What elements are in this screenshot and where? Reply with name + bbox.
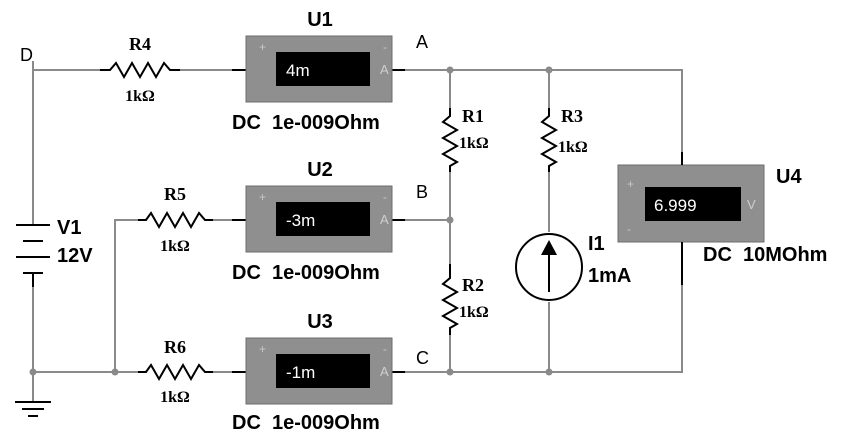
voltmeter-u4-reading: 6.999 bbox=[654, 196, 697, 215]
voltmeter-u4-mode: DC 10MOhm bbox=[703, 244, 827, 266]
ammeter-u3-unit: A bbox=[380, 364, 389, 379]
resistor-r6-symbol bbox=[138, 362, 213, 382]
resistor-r5-value: 1kΩ bbox=[160, 238, 190, 255]
resistor-r4-value: 1kΩ bbox=[125, 88, 155, 105]
wire-mid-rail bbox=[114, 219, 138, 372]
ammeter-u3-reading: -1m bbox=[286, 363, 315, 382]
ammeter-u3-name: U3 bbox=[307, 311, 333, 333]
junction-ground bbox=[29, 368, 37, 376]
ammeter-u1-screen bbox=[276, 52, 370, 86]
resistor-r3-value: 1kΩ bbox=[558, 139, 588, 156]
ammeter-u3[interactable]: -1m + - A U3 DC 1e-009Ohm bbox=[232, 311, 405, 434]
resistor-r3: R3 1kΩ bbox=[539, 106, 588, 172]
arrow-up-icon bbox=[541, 240, 557, 255]
ammeter-u2-screen bbox=[276, 202, 370, 236]
node-label-a: A bbox=[416, 32, 428, 52]
ammeter-u1-minus: - bbox=[383, 40, 387, 54]
resistor-r6-name: R6 bbox=[164, 337, 186, 357]
ammeter-u1-name: U1 bbox=[307, 9, 333, 31]
voltmeter-u4-minus: - bbox=[627, 222, 631, 236]
voltage-source-value: 12V bbox=[57, 245, 93, 267]
junction-top-r3 bbox=[545, 66, 553, 74]
ammeter-u3-plus: + bbox=[259, 342, 266, 356]
wire-top-bus bbox=[405, 69, 683, 152]
resistor-r2: R2 1kΩ bbox=[440, 264, 489, 335]
current-source-name: I1 bbox=[588, 233, 605, 255]
voltmeter-u4-screen bbox=[645, 187, 741, 221]
junction-a bbox=[446, 66, 454, 74]
resistor-r3-symbol bbox=[539, 108, 559, 172]
ammeter-u2-name: U2 bbox=[307, 159, 333, 181]
ammeter-u2-plus: + bbox=[259, 190, 266, 204]
current-source-value: 1mA bbox=[588, 265, 631, 287]
resistor-r4-symbol bbox=[100, 60, 180, 80]
node-label-b: B bbox=[416, 182, 428, 202]
node-label-c: C bbox=[416, 348, 429, 368]
ammeter-u3-mode: DC 1e-009Ohm bbox=[232, 412, 380, 434]
ammeter-u1-unit: A bbox=[380, 62, 389, 77]
ammeter-u2-reading: -3m bbox=[286, 211, 315, 230]
ammeter-u2-minus: - bbox=[383, 190, 387, 204]
resistor-r1-symbol bbox=[440, 108, 460, 172]
resistor-r5: R5 1kΩ bbox=[138, 184, 213, 255]
node-label-d: D bbox=[20, 45, 33, 65]
resistor-r2-value: 1kΩ bbox=[459, 304, 489, 321]
ammeter-u3-screen bbox=[276, 354, 370, 388]
junctions bbox=[29, 66, 553, 376]
resistor-r6-value: 1kΩ bbox=[160, 389, 190, 406]
resistor-r1-name: R1 bbox=[462, 106, 484, 126]
ammeter-u1-plus: + bbox=[259, 40, 266, 54]
resistor-r5-name: R5 bbox=[164, 184, 186, 204]
resistor-r1-value: 1kΩ bbox=[459, 135, 489, 152]
voltmeter-u4[interactable]: 6.999 + - V U4 DC 10MOhm bbox=[617, 152, 827, 285]
ammeter-u2[interactable]: -3m + - A U2 DC 1e-009Ohm bbox=[232, 159, 405, 284]
ammeter-u1[interactable]: 4m + - A U1 DC 1e-009Ohm bbox=[232, 9, 405, 134]
resistor-r5-symbol bbox=[138, 210, 213, 230]
resistor-r4: R4 1kΩ bbox=[100, 34, 180, 105]
ammeter-u2-mode: DC 1e-009Ohm bbox=[232, 262, 380, 284]
resistor-r2-symbol bbox=[440, 264, 460, 335]
junction-b bbox=[446, 216, 454, 224]
ammeter-u1-mode: DC 1e-009Ohm bbox=[232, 112, 380, 134]
resistor-r6: R6 1kΩ bbox=[138, 337, 213, 406]
voltmeter-u4-plus: + bbox=[627, 177, 634, 191]
junction-c bbox=[446, 368, 454, 376]
resistor-r4-name: R4 bbox=[129, 34, 151, 54]
voltmeter-u4-name: U4 bbox=[776, 166, 802, 188]
ammeter-u3-minus: - bbox=[383, 342, 387, 356]
wire-d-r4 bbox=[32, 61, 100, 71]
resistor-r2-name: R2 bbox=[462, 275, 484, 295]
resistor-r3-name: R3 bbox=[561, 106, 583, 126]
ammeter-u2-unit: A bbox=[380, 212, 389, 227]
junction-bottom-i1 bbox=[545, 368, 553, 376]
voltage-source-v1: V1 12V bbox=[16, 217, 93, 287]
ammeter-u1-reading: 4m bbox=[286, 61, 310, 80]
voltage-source-name: V1 bbox=[57, 217, 81, 239]
junction-mid-rail bbox=[111, 368, 119, 376]
voltmeter-u4-unit: V bbox=[747, 197, 756, 212]
current-source-i1: I1 1mA bbox=[515, 233, 631, 301]
ground-icon bbox=[15, 401, 51, 417]
wire-bottom-bus bbox=[405, 285, 683, 373]
resistor-r1: R1 1kΩ bbox=[440, 106, 489, 172]
